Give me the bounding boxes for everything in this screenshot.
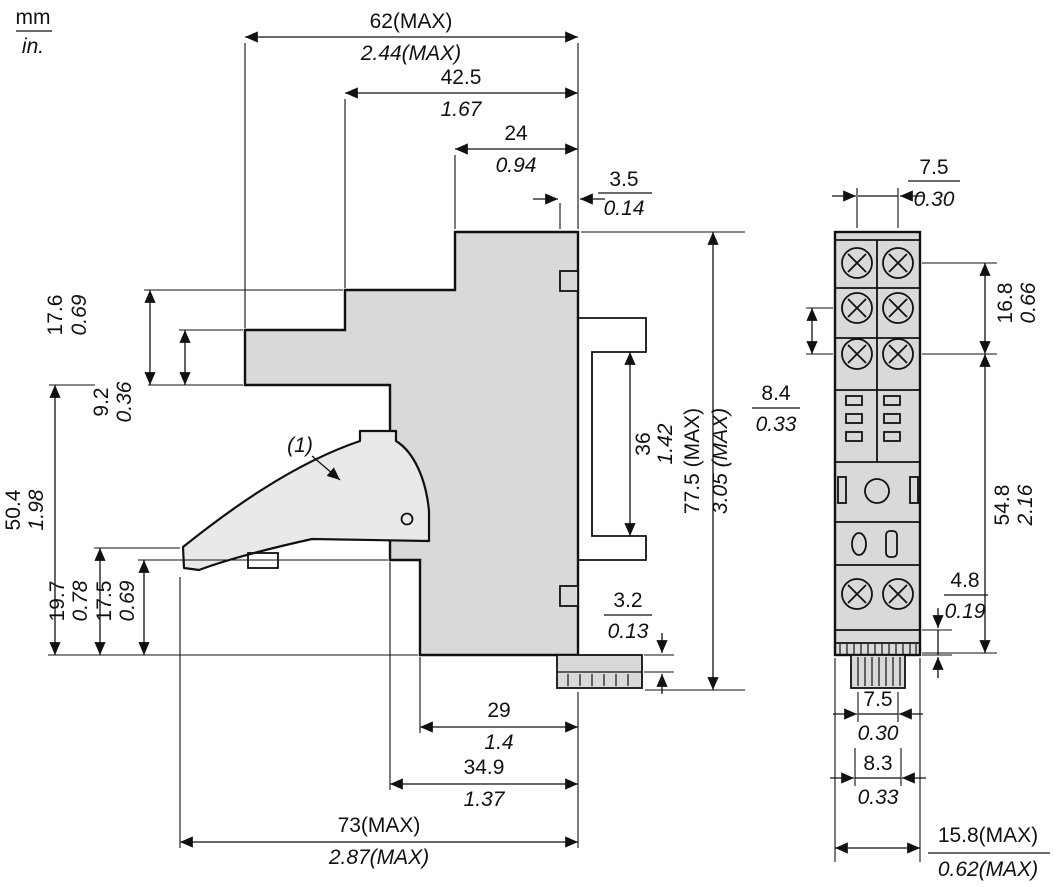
dim-8-3-mm: 8.3 — [863, 752, 892, 775]
dim-17-5-mm: 17.5 — [93, 581, 116, 622]
relay-pin-slots — [835, 390, 920, 463]
lever-note-label: (1) — [287, 434, 313, 457]
dim-9-2-in: 0.36 — [113, 381, 136, 422]
legend-mm: mm — [16, 6, 51, 29]
dim-34-9-in: 1.37 — [464, 788, 506, 811]
dim-7-5-bot-mm: 7.5 — [863, 688, 892, 711]
dim-4-8-mm: 4.8 — [950, 569, 979, 592]
dim-73-mm: 73(MAX) — [338, 814, 421, 837]
dim-29-mm: 29 — [487, 699, 510, 722]
front-view-dimensions: 7.5 0.30 16.8 0.66 8.4 0.33 54.8 2.16 4.… — [752, 156, 1050, 881]
dim-62-mm: 62(MAX) — [370, 10, 453, 33]
dim-77-5-mm: 77.5 (MAX) — [681, 408, 704, 514]
lever-note-leader — [311, 455, 341, 481]
dim-9-2-mm: 9.2 — [90, 387, 113, 416]
dim-36-mm: 36 — [632, 432, 655, 455]
din-clip — [556, 654, 643, 689]
dim-3-2-mm: 3.2 — [613, 589, 642, 612]
dim-7-5-top-mm: 7.5 — [919, 156, 948, 179]
dim-17-6-mm: 17.6 — [44, 295, 67, 336]
dim-7-5-top-in: 0.30 — [914, 188, 955, 211]
legend-in: in. — [22, 35, 44, 58]
dim-15-8-mm: 15.8(MAX) — [938, 824, 1038, 847]
dim-17-6-in: 0.69 — [68, 294, 91, 335]
dim-7-5-bot-in: 0.30 — [858, 722, 899, 745]
dim-54-8-mm: 54.8 — [991, 485, 1014, 526]
front-view — [833, 230, 922, 689]
dim-24-mm: 24 — [504, 122, 528, 145]
dim-73-in: 2.87(MAX) — [328, 846, 429, 869]
dim-16-8-in: 0.66 — [1017, 282, 1040, 323]
units-legend: mm in. — [16, 6, 52, 58]
dim-34-9-mm: 34.9 — [464, 756, 505, 779]
side-view — [181, 230, 647, 689]
terminal-screws-top — [841, 247, 914, 370]
dim-42-5-mm: 42.5 — [441, 66, 482, 89]
dim-50-4-mm: 50.4 — [2, 489, 25, 530]
dim-19-7-mm: 19.7 — [46, 581, 69, 622]
dim-29-in: 1.4 — [484, 731, 513, 754]
front-clip — [835, 642, 920, 689]
dim-62-in: 2.44(MAX) — [360, 42, 461, 65]
dim-42-5-in: 1.67 — [441, 98, 483, 121]
dim-17-5-in: 0.69 — [116, 580, 139, 621]
retainer-area — [835, 476, 920, 558]
rear-latch-top — [559, 270, 579, 292]
dim-54-8-in: 2.16 — [1014, 484, 1037, 526]
dim-36-in: 1.42 — [654, 423, 677, 464]
dim-16-8-mm: 16.8 — [994, 283, 1017, 324]
dim-8-4-mm: 8.4 — [761, 382, 791, 405]
side-view-dimensions: 62(MAX) 2.44(MAX) 42.5 1.67 24 0.94 3.5 … — [2, 10, 745, 869]
dim-24-in: 0.94 — [496, 154, 537, 177]
rear-latch-bottom — [559, 585, 579, 607]
dim-8-3-in: 0.33 — [858, 786, 899, 809]
dim-3-5-mm: 3.5 — [609, 168, 638, 191]
dim-3-2-in: 0.13 — [608, 620, 649, 643]
dim-3-5-in: 0.14 — [604, 197, 645, 220]
dim-50-4-in: 1.98 — [25, 489, 48, 530]
dim-8-4-in: 0.33 — [756, 413, 797, 436]
dim-4-8-in: 0.19 — [945, 600, 986, 623]
din-rail-profile — [578, 317, 647, 561]
terminal-screws-bottom — [835, 564, 920, 631]
dim-19-7-in: 0.78 — [69, 580, 92, 621]
dim-15-8-in: 0.62(MAX) — [938, 858, 1038, 881]
